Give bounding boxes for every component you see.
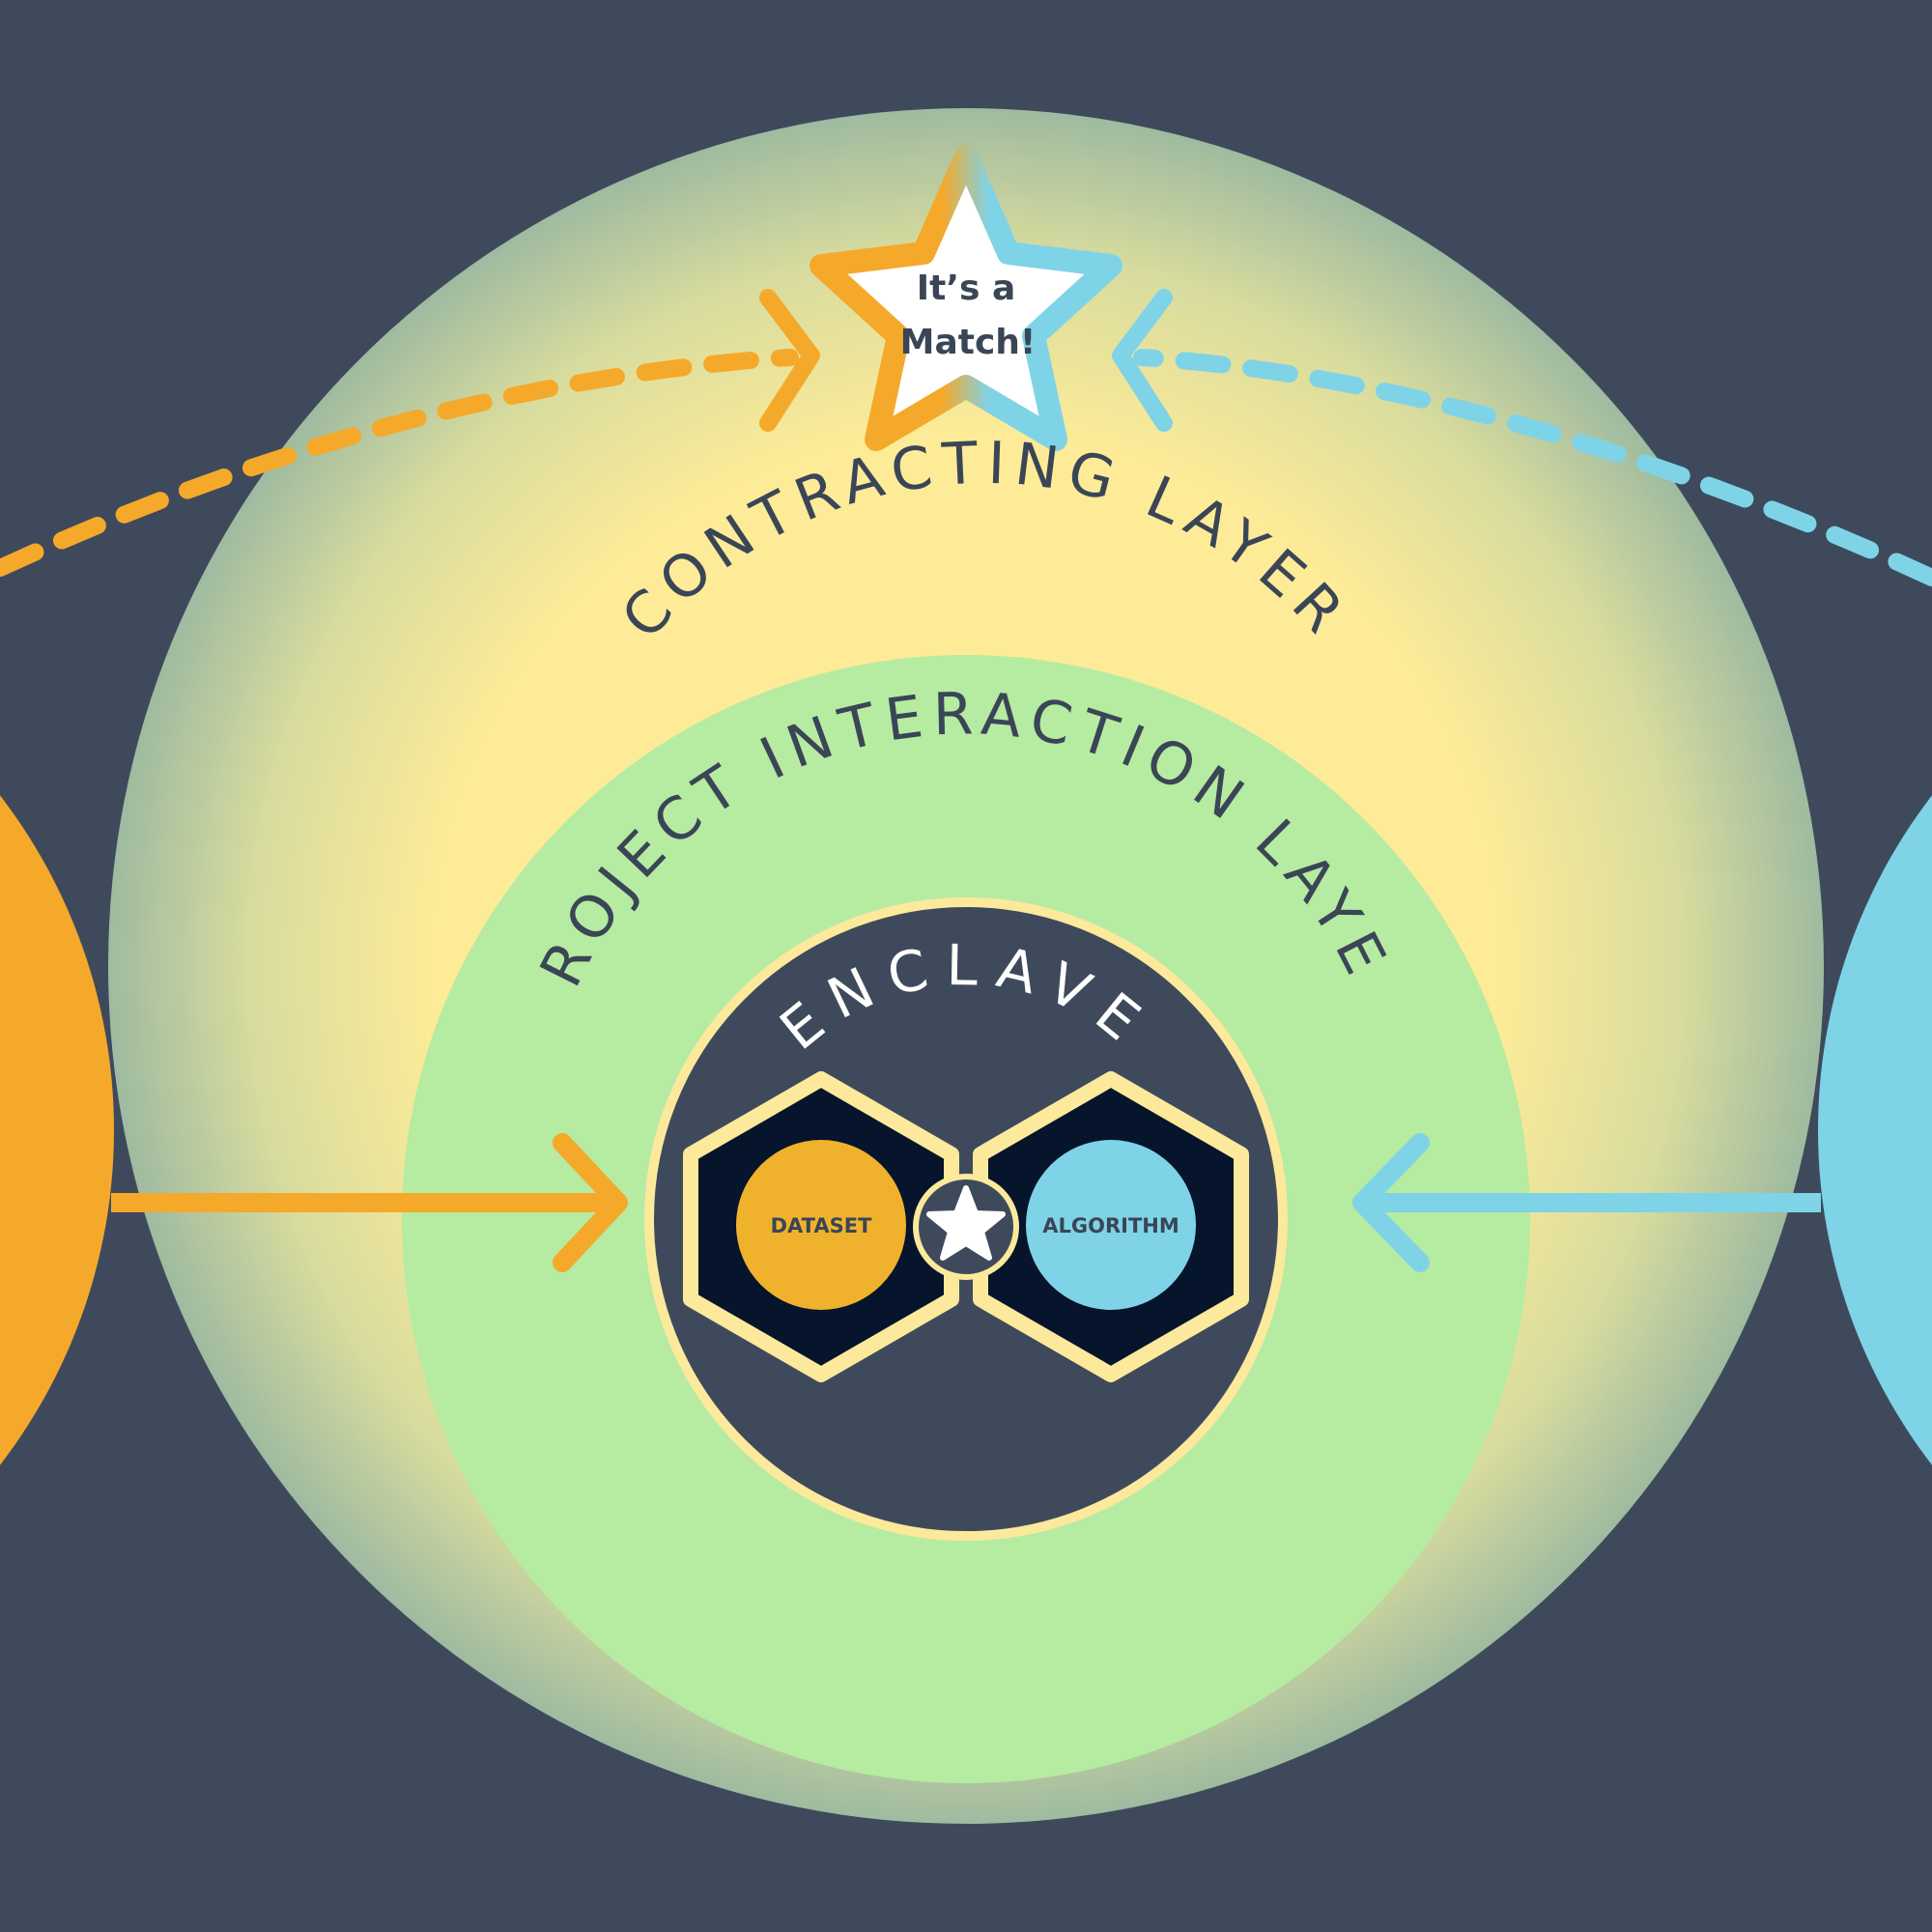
dataset-chevron-icon xyxy=(759,289,820,432)
match-text-line1: It’s a xyxy=(917,269,1016,308)
dataset-node xyxy=(736,1140,906,1310)
algorithm-label: ALGORITHM xyxy=(1042,1214,1179,1237)
dataset-dashed-path xyxy=(0,349,799,577)
dataset-label: DATASET xyxy=(771,1214,872,1237)
algorithm-arrow-head-icon xyxy=(1352,1133,1430,1272)
dataset-arrow-head-icon xyxy=(553,1133,628,1272)
algorithm-provider-circle xyxy=(1818,795,1932,1465)
center-star-icon xyxy=(926,1185,1006,1261)
dataset-provider-circle xyxy=(0,795,114,1465)
algorithm-dashed-path xyxy=(1133,349,1932,586)
match-text-line2: Match! xyxy=(900,323,1037,362)
algorithm-chevron-icon xyxy=(1112,289,1173,432)
algorithm-node xyxy=(1026,1140,1196,1310)
match-star-icon xyxy=(810,145,1122,451)
